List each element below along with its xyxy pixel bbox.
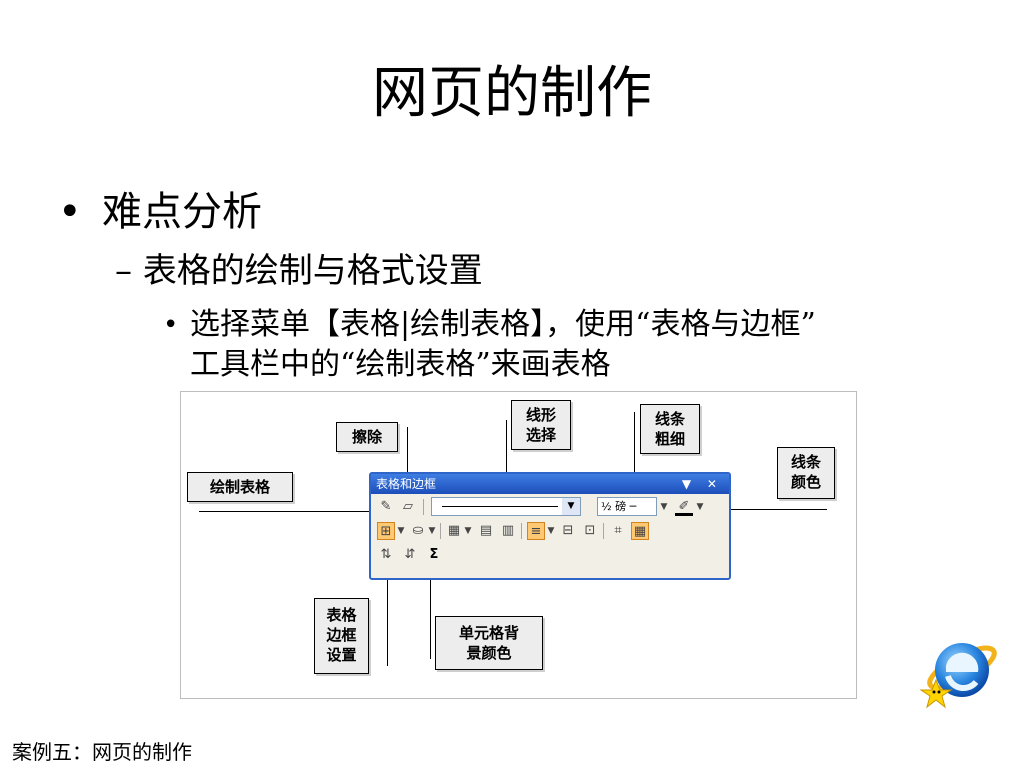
align-icon[interactable]: ≡: [527, 522, 545, 540]
pencil-icon[interactable]: ✎: [380, 499, 392, 514]
callout-erase: 擦除: [336, 422, 398, 452]
chevron-down-icon[interactable]: ▼: [696, 502, 704, 512]
ie-logo-icon: [919, 643, 997, 709]
autoformat-icon[interactable]: ⌗: [614, 523, 622, 538]
bullet-level2: – 表格的绘制与格式设置: [115, 250, 483, 292]
callout-line-weight: 线条 粗细: [640, 404, 700, 454]
toolbar-row-3: ⇅ ⇵ Σ: [375, 544, 725, 566]
bullet-level3-line2: 工具栏中的“绘制表格”来画表格: [190, 347, 611, 382]
callout-cell-shading: 单元格背 景颜色: [435, 616, 543, 670]
line-style-preview: [442, 506, 558, 507]
eraser-icon[interactable]: ▱: [403, 499, 413, 514]
callout-table-border: 表格 边框 设置: [314, 598, 369, 674]
show-gridlines-icon[interactable]: ▦: [631, 522, 649, 540]
autosum-icon[interactable]: Σ: [429, 547, 439, 562]
chevron-down-icon[interactable]: ▼: [428, 526, 436, 536]
separator: [423, 499, 424, 515]
bullet-marker: •: [163, 310, 179, 340]
leader-line: [407, 427, 408, 513]
slide-footer: 案例五：网页的制作: [12, 740, 192, 764]
split-cells-icon[interactable]: ▥: [501, 523, 515, 538]
leader-line: [634, 412, 635, 507]
separator: [440, 523, 441, 539]
chevron-down-icon[interactable]: ▼: [547, 526, 555, 536]
sort-descending-icon[interactable]: ⇵: [404, 547, 416, 562]
leader-line: [717, 509, 827, 510]
toolbar-row-2: ⊞ ▼ ⛀ ▼ ▦ ▼ ▤ ▥ ≡ ▼ ⊟ ⊡ ⌗ ▦: [375, 520, 725, 542]
toolbar-title-bar[interactable]: 表格和边框 ▼ ✕: [371, 474, 729, 494]
tables-and-borders-toolbar: 表格和边框 ▼ ✕ ✎ ▱ ▼ ½ 磅 ─ ▼ ✐ ▼ ⊞ ▼ ⛀ ▼ ▦ ▼ …: [369, 472, 731, 580]
border-icon[interactable]: ⊞: [377, 522, 395, 540]
bullet-marker: •: [58, 189, 82, 235]
bullet-level1-text: 难点分析: [102, 189, 262, 235]
distribute-columns-icon[interactable]: ⊡: [584, 523, 596, 538]
slide-title: 网页的制作: [372, 61, 652, 126]
chevron-down-icon[interactable]: ▼: [660, 502, 668, 512]
leader-line: [199, 511, 379, 512]
line-style-dropdown[interactable]: ▼: [431, 497, 581, 516]
separator: [521, 523, 522, 539]
bullet-level3-line1: 选择菜单【表格|绘制表格】，使用“表格与边框”: [190, 307, 816, 342]
distribute-rows-icon[interactable]: ⊟: [562, 523, 574, 538]
chevron-down-icon[interactable]: ▼: [562, 498, 580, 515]
callout-draw-table: 绘制表格: [187, 472, 293, 502]
sort-ascending-icon[interactable]: ⇅: [380, 547, 392, 562]
paint-bucket-icon[interactable]: ⛀: [412, 523, 424, 538]
toolbar-window-controls[interactable]: ▼ ✕: [681, 477, 723, 491]
callout-line-color: 线条 颜色: [777, 447, 835, 499]
toolbar-diagram: 擦除 线形 选择 线条 粗细 线条 颜色 绘制表格 表格 边框 设置 单元格背 …: [180, 391, 857, 699]
leader-line: [387, 539, 388, 666]
bullet-level1: • 难点分析: [58, 188, 262, 236]
line-weight-dropdown[interactable]: ½ 磅 ─: [597, 497, 657, 516]
leader-line: [506, 420, 507, 502]
toolbar-row-1: ✎ ▱ ▼ ½ 磅 ─ ▼ ✐ ▼: [375, 496, 725, 518]
separator: [603, 523, 604, 539]
toolbar-title: 表格和边框: [376, 477, 437, 491]
leader-line: [430, 539, 431, 659]
bullet-level2-text: 表格的绘制与格式设置: [142, 251, 483, 291]
callout-line-style: 线形 选择: [511, 400, 571, 450]
insert-table-icon[interactable]: ▦: [447, 523, 461, 538]
chevron-down-icon[interactable]: ▼: [397, 526, 405, 536]
border-color-icon[interactable]: ✐: [675, 498, 693, 516]
chevron-down-icon[interactable]: ▼: [464, 526, 472, 536]
merge-cells-icon[interactable]: ▤: [479, 523, 493, 538]
bullet-marker: –: [115, 251, 132, 291]
